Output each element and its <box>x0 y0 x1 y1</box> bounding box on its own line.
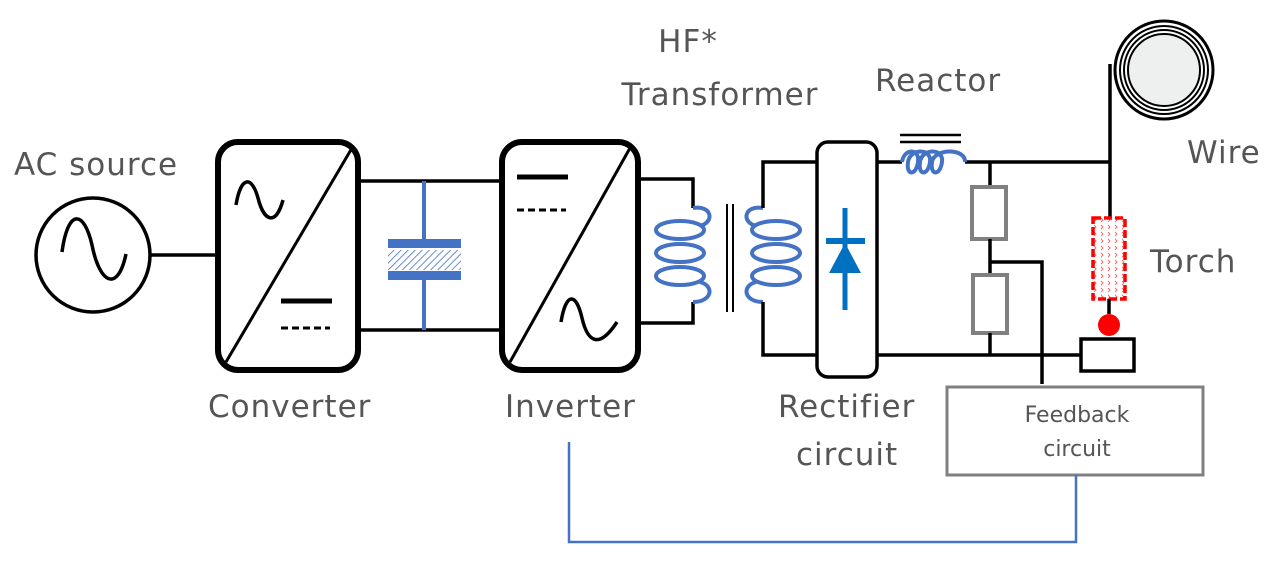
transformer-label-line2: Transformer <box>620 77 818 113</box>
reactor-label: Reactor <box>875 63 1001 99</box>
transformer-primary-coil <box>654 205 712 304</box>
converter-diagonal <box>224 147 354 363</box>
sine-wave-icon <box>60 217 128 281</box>
rectifier-block <box>815 140 879 379</box>
torch-body <box>1091 216 1127 301</box>
ac-sine-icon <box>559 297 619 342</box>
feedback-control-line <box>567 442 1078 544</box>
spool-core <box>1127 33 1201 107</box>
wire <box>638 177 695 208</box>
wire <box>638 302 695 325</box>
ac-source-label: AC source <box>14 147 178 183</box>
reactor-inductor <box>900 133 967 175</box>
workpiece <box>1079 337 1136 373</box>
wire-label: Wire <box>1187 135 1261 171</box>
rectifier-label-line1: Rectifier <box>778 389 915 425</box>
capacitor-plate-bottom <box>388 271 461 280</box>
torch-label: Torch <box>1149 244 1236 280</box>
inverter-block <box>499 139 641 373</box>
feedback-label-line1: Feedback <box>1025 403 1130 428</box>
inductor-coil-icon <box>900 149 967 175</box>
inverter-label: Inverter <box>505 389 636 425</box>
dc-link-capacitor <box>388 181 461 330</box>
resistor-top <box>970 185 1008 241</box>
ac-sine-icon <box>234 180 285 220</box>
converter-label: Converter <box>208 389 371 425</box>
ac-source <box>34 196 152 314</box>
wire-spool <box>1113 19 1215 121</box>
transformer-label-line1: HF* <box>658 24 718 60</box>
capacitor-plate-top <box>388 239 461 248</box>
inverter-diagonal <box>508 147 632 363</box>
capacitor-dielectric <box>388 250 461 270</box>
arc-point-icon <box>1098 314 1120 336</box>
voltage-divider <box>970 162 1009 355</box>
converter-block <box>215 139 361 373</box>
rectifier-label-line2: circuit <box>796 437 898 473</box>
resistor-bottom <box>971 273 1009 335</box>
transformer-secondary-coil <box>744 205 802 304</box>
wire <box>761 302 817 357</box>
sense-wire <box>990 260 1044 384</box>
wire <box>761 160 817 208</box>
feedback-label-line2: circuit <box>1043 437 1111 462</box>
diode-triangle-icon <box>829 243 861 273</box>
feedback-circuit-box <box>945 385 1205 477</box>
